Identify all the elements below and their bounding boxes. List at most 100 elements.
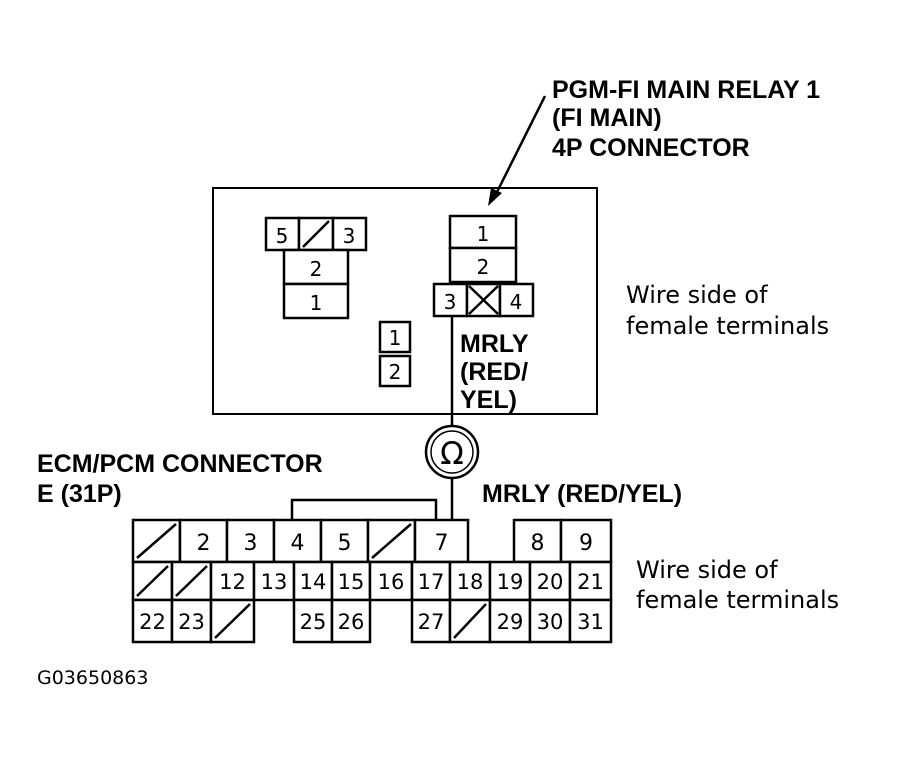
terminal-29: 29 [488,598,532,644]
svg-text:female terminals: female terminals [636,586,839,614]
terminal-12: 12 [209,560,256,602]
terminal-23: 23 [170,598,213,644]
svg-text:MRLY: MRLY [460,330,529,358]
terminal-1: 1 [282,282,350,320]
terminal-15: 15 [330,560,372,602]
terminal-blank [209,598,256,644]
svg-text:20: 20 [537,570,564,594]
svg-text:1: 1 [310,291,323,315]
relay-box-frame [212,187,598,415]
svg-text:Wire side of: Wire side of [626,281,768,309]
ecm-side-note: Wire side of female terminals [636,556,839,614]
terminal-blank [297,216,335,252]
ecm-wire-label: MRLY (RED/YEL) [482,480,682,508]
terminal-25: 25 [292,598,334,644]
ecm-connector-title: ECM/PCM CONNECTOR E (31P) [37,450,323,508]
svg-text:3: 3 [444,290,457,314]
terminal-blank [366,518,417,564]
svg-text:27: 27 [418,610,445,634]
terminal-1: 1 [448,214,518,250]
svg-text:(RED/: (RED/ [460,358,528,386]
terminal-17: 17 [410,560,452,602]
svg-text:31: 31 [577,610,604,634]
terminal-27: 27 [410,598,452,644]
svg-text:2: 2 [389,360,402,384]
figure-id: G03650863 [37,667,148,689]
terminal-blank [170,560,213,602]
svg-text:2: 2 [310,257,323,281]
svg-text:5: 5 [276,224,289,248]
relay-4p-connector: 1 2 3 4 [432,214,535,318]
ohm-symbol: Ω [440,436,464,472]
svg-text:YEL): YEL) [460,386,517,414]
terminal-2: 2 [178,518,229,564]
terminal-blank [131,518,182,564]
svg-text:8: 8 [531,531,545,556]
ohmmeter: Ω [424,316,480,520]
svg-text:1: 1 [389,326,402,350]
terminal-16: 16 [368,560,414,602]
svg-text:3: 3 [343,224,356,248]
terminal-2: 2 [378,354,412,388]
svg-text:14: 14 [300,570,327,594]
connector-a: 5 3 2 1 [264,216,368,320]
svg-text:16: 16 [378,570,405,594]
svg-text:17: 17 [418,570,445,594]
svg-text:26: 26 [338,610,365,634]
ecm-31p-connector: 2 3 4 5 7 8 9 12 13 14 15 16 [131,518,613,644]
svg-text:13: 13 [261,570,288,594]
svg-text:5: 5 [338,531,352,556]
terminal-18: 18 [448,560,492,602]
jumper-wire [290,498,438,520]
terminal-blank [131,560,174,602]
terminal-3: 3 [225,518,276,564]
terminal-4: 4 [272,518,323,564]
terminal-blank-x [465,282,502,318]
svg-text:29: 29 [497,610,524,634]
terminal-20: 20 [528,560,572,602]
terminal-blank [448,598,492,644]
terminal-7: 7 [413,518,470,564]
terminal-21: 21 [568,560,613,602]
terminal-8: 8 [512,518,563,564]
terminal-4: 4 [498,282,535,318]
terminal-5: 5 [264,216,301,252]
svg-text:Wire side of: Wire side of [636,556,778,584]
relay-pointer-arrow [488,95,547,206]
terminal-1: 1 [378,320,412,354]
svg-text:3: 3 [244,531,258,556]
svg-text:4P CONNECTOR: 4P CONNECTOR [552,134,750,162]
svg-text:female terminals: female terminals [626,312,829,340]
terminal-14: 14 [292,560,334,602]
svg-text:19: 19 [497,570,524,594]
relay-connector-title: PGM-FI MAIN RELAY 1 (FI MAIN) 4P CONNECT… [552,76,820,162]
terminal-9: 9 [559,518,613,564]
terminal-22: 22 [131,598,174,644]
svg-text:15: 15 [338,570,365,594]
svg-text:22: 22 [139,610,166,634]
svg-text:2: 2 [477,255,490,279]
svg-text:21: 21 [577,570,604,594]
svg-text:PGM-FI MAIN RELAY 1: PGM-FI MAIN RELAY 1 [552,76,820,104]
svg-text:9: 9 [579,531,593,556]
svg-text:2: 2 [197,531,211,556]
terminal-5: 5 [319,518,370,564]
relay-side-note: Wire side of female terminals [626,281,829,340]
svg-text:4: 4 [510,290,523,314]
connector-b: 1 2 [378,320,412,388]
svg-text:E (31P): E (31P) [37,480,122,508]
terminal-3: 3 [432,282,469,318]
svg-text:23: 23 [178,610,205,634]
terminal-2: 2 [448,246,518,284]
terminal-26: 26 [330,598,372,644]
svg-text:4: 4 [291,531,305,556]
svg-text:ECM/PCM CONNECTOR: ECM/PCM CONNECTOR [37,450,323,478]
svg-text:(FI MAIN): (FI MAIN) [552,104,662,132]
relay-wire-label: MRLY (RED/ YEL) [460,330,529,414]
terminal-31: 31 [568,598,613,644]
terminal-19: 19 [488,560,532,602]
terminal-2: 2 [282,248,350,286]
svg-text:1: 1 [477,222,490,246]
svg-text:7: 7 [435,531,449,556]
